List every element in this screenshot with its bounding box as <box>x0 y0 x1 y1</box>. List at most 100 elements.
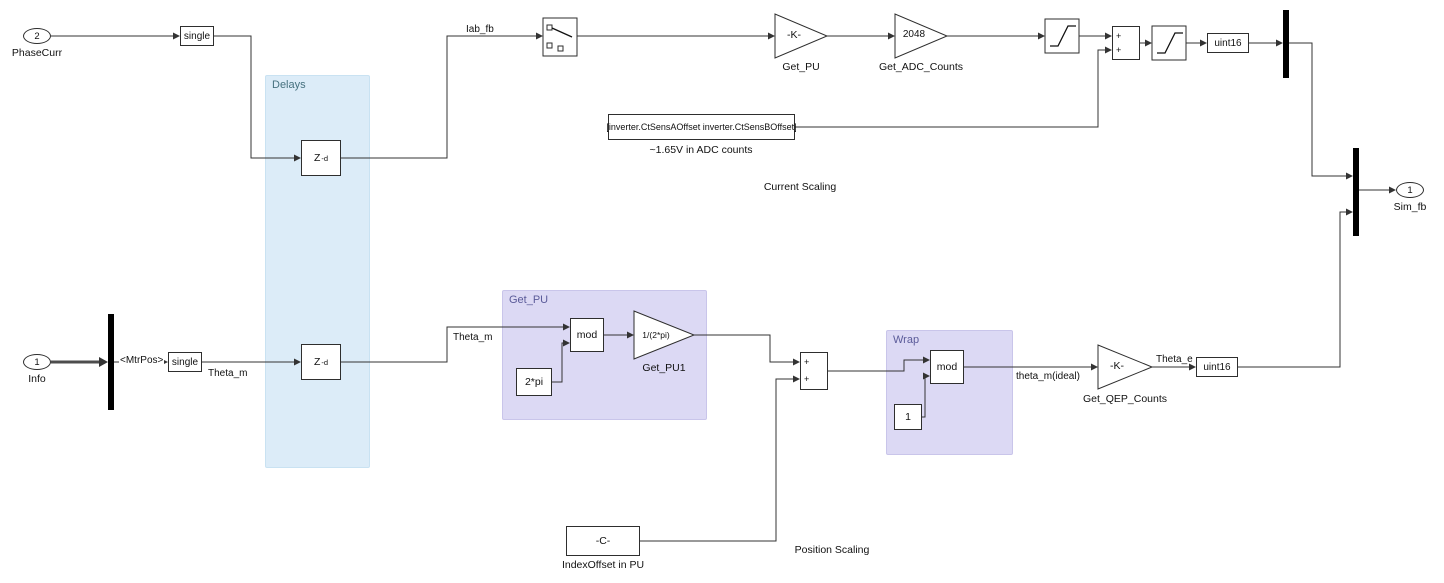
manual-switch-block[interactable] <box>542 17 578 57</box>
outport-sim-fb[interactable]: 1 <box>1396 182 1424 198</box>
gain-get-pu1-text: 1/(2*pi) <box>642 330 670 340</box>
area-delays-label: Delays <box>272 79 306 91</box>
constant-index-offset[interactable]: -C- <box>566 526 640 556</box>
signal-label-theta-m-out: Theta_m <box>453 332 493 343</box>
mux-icon[interactable] <box>1283 10 1289 78</box>
signal-label-theta-m-ideal: theta_m(ideal) <box>1016 371 1080 382</box>
wire[interactable] <box>552 342 563 383</box>
block-text: single <box>183 30 211 42</box>
arrowhead-icon <box>1200 39 1207 47</box>
arrowhead-icon <box>793 358 800 366</box>
constant-adc-offsets[interactable]: [inverter.CtSensAOffset inverter.CtSensB… <box>606 114 797 140</box>
wire[interactable] <box>1289 42 1346 177</box>
arrowhead-icon <box>923 356 930 364</box>
inport-phasecurr[interactable]: 2 <box>23 28 51 44</box>
area-get-pu[interactable]: Get_PU <box>502 290 707 420</box>
wire[interactable] <box>341 326 563 363</box>
block-text: [inverter.CtSensAOffset inverter.CtSensB… <box>606 122 797 132</box>
inport-phasecurr-label: PhaseCurr <box>11 47 63 59</box>
saturation-icon <box>1157 32 1183 54</box>
gain-triangle-icon[interactable] <box>774 13 829 59</box>
saturation-block[interactable] <box>1151 25 1187 61</box>
gain-get-pu-label: Get_PU <box>782 61 820 73</box>
delay-block-top[interactable]: Z-d <box>301 140 341 176</box>
arrowhead-icon <box>173 32 180 40</box>
math-function-mod-get-pu[interactable]: mod <box>570 318 604 352</box>
arrowhead-icon <box>1145 39 1152 47</box>
saturation-icon <box>1050 25 1076 47</box>
arrowhead-icon <box>563 323 570 331</box>
wire[interactable] <box>341 35 536 159</box>
signal-label-mtrpos: <MtrPos> <box>119 355 165 366</box>
arrowhead-icon <box>99 357 108 367</box>
plus-sign-icon: + <box>804 374 810 384</box>
arrowhead-icon <box>1105 46 1112 54</box>
plus-sign-icon: + <box>804 357 810 367</box>
arrowhead-icon <box>888 32 895 40</box>
arrowhead-icon <box>1105 32 1112 40</box>
delay-exponent: -d <box>321 153 329 163</box>
wire[interactable] <box>214 35 294 159</box>
delay-exponent: -d <box>321 357 329 367</box>
saturation-block[interactable] <box>1044 18 1080 54</box>
arrowhead-icon <box>563 339 570 347</box>
arrowhead-icon <box>294 154 301 162</box>
wire[interactable] <box>793 49 1105 128</box>
signal-label-theta-m-in: Theta_m <box>208 368 248 379</box>
constant-2pi[interactable]: 2*pi <box>516 368 552 396</box>
arrowhead-icon <box>294 358 301 366</box>
wire[interactable] <box>640 378 793 542</box>
gain-get-pu-text: -K- <box>787 29 801 41</box>
gain-triangle-icon[interactable] <box>894 13 949 59</box>
switch-port-icon <box>557 45 564 52</box>
data-type-conversion-single-top[interactable]: single <box>180 26 214 46</box>
block-text: Z <box>313 152 321 164</box>
gain-qep-counts-text: -K- <box>1110 360 1124 372</box>
inport-phasecurr-number: 2 <box>34 30 40 42</box>
annotation-position-scaling: Position Scaling <box>794 544 870 556</box>
data-type-conversion-uint16-top[interactable]: uint16 <box>1207 33 1249 53</box>
arrowhead-icon <box>1276 39 1283 47</box>
outport-sim-fb-number: 1 <box>1407 184 1413 196</box>
plus-sign-icon: + <box>1116 45 1122 55</box>
math-function-mod-wrap[interactable]: mod <box>930 350 964 384</box>
wire[interactable] <box>828 359 923 372</box>
gain-adc-counts-text: 2048 <box>902 29 926 40</box>
data-type-conversion-single-bottom[interactable]: single <box>168 352 202 372</box>
wire[interactable] <box>922 376 926 418</box>
arrowhead-icon <box>1389 186 1396 194</box>
plus-sign-icon: + <box>1116 31 1122 41</box>
gain-triangle-icon[interactable] <box>633 310 696 360</box>
arrowhead-icon <box>768 32 775 40</box>
data-type-conversion-uint16-bottom[interactable]: uint16 <box>1196 357 1238 377</box>
signal-label-iab-fb: Iab_fb <box>466 24 494 35</box>
arrowhead-icon <box>1189 363 1196 371</box>
wire[interactable] <box>694 334 793 363</box>
manual-switch-icon <box>551 27 573 38</box>
constant-one[interactable]: 1 <box>894 404 922 430</box>
block-text: uint16 <box>1203 361 1231 373</box>
arrowhead-icon <box>627 331 634 339</box>
annotation-current-scaling: Current Scaling <box>763 181 837 193</box>
mux-icon[interactable] <box>1353 148 1359 236</box>
sum-block-position[interactable]: + + <box>800 352 828 390</box>
arrowhead-icon <box>1038 32 1045 40</box>
inport-info[interactable]: 1 <box>23 354 51 370</box>
wire[interactable] <box>1238 211 1346 368</box>
inport-info-label: Info <box>28 373 46 385</box>
gain-triangle-icon[interactable] <box>1097 344 1154 390</box>
switch-port-icon <box>546 42 553 49</box>
block-text: 2*pi <box>524 376 544 388</box>
arrowhead-icon <box>1346 172 1353 180</box>
inport-info-number: 1 <box>34 356 40 368</box>
block-text: mod <box>936 361 958 373</box>
delay-block-bottom[interactable]: Z-d <box>301 344 341 380</box>
bus-selector-icon[interactable] <box>108 314 114 410</box>
block-text: -C- <box>595 535 611 547</box>
sum-block-current[interactable]: + + <box>1112 26 1140 60</box>
block-text: Z <box>313 356 321 368</box>
area-get-pu-label: Get_PU <box>509 294 549 306</box>
outport-sim-fb-label: Sim_fb <box>1393 201 1427 213</box>
arrowhead-icon <box>1091 363 1098 371</box>
gain-adc-counts-label: Get_ADC_Counts <box>878 61 964 73</box>
